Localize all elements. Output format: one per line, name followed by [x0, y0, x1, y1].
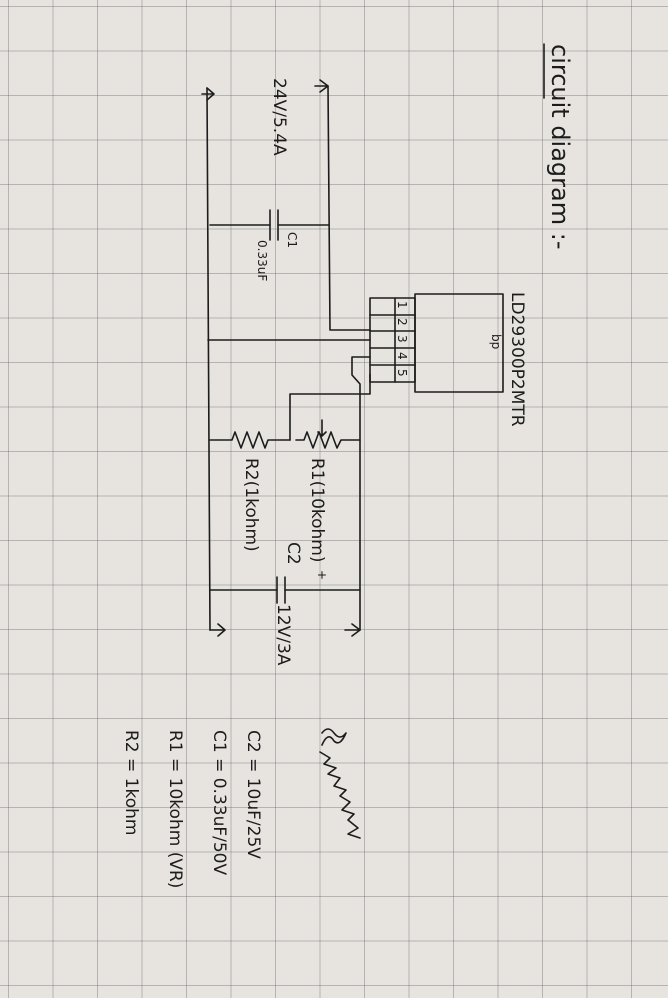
spec-r2: R2 = 1kohm	[121, 730, 141, 835]
output-arrow-positive	[344, 623, 361, 637]
output-voltage-label: 12V/3A	[273, 604, 293, 666]
output-positive-wire	[351, 356, 371, 631]
c2-polarity: +	[315, 570, 329, 580]
r2-label: R2(1kohm)	[241, 458, 261, 552]
pin-4-label: 4	[395, 352, 409, 360]
spec-c1: C1 = 0.33uF/50V	[209, 730, 229, 876]
c1-name: C1	[285, 232, 299, 248]
pin-2-label: 2	[395, 318, 409, 326]
input-voltage-label: 24V/5.4A	[269, 78, 289, 156]
pin-1-label: 1	[395, 301, 409, 309]
r1-wiper-arrow	[317, 419, 327, 437]
ground-rail	[206, 87, 211, 631]
r1-label: R1(10kohm)	[307, 458, 327, 563]
ic-part-number: LD29300P2MTR	[507, 292, 527, 427]
spec-r1: R1 = 10kohm (VR)	[165, 730, 185, 888]
diagram-title: circuit diagram :-	[546, 44, 574, 250]
c1-value: 0.33uF	[255, 240, 269, 281]
r2-resistor	[209, 431, 291, 449]
input-arrow-ground	[201, 87, 215, 101]
output-arrow-ground	[209, 623, 226, 637]
r1-resistor	[295, 431, 361, 449]
crossed-out-scribble	[319, 728, 361, 839]
pin-5-label: 5	[395, 369, 409, 377]
input-positive-wire	[327, 85, 371, 331]
input-arrow-positive	[314, 79, 329, 93]
c2-name: C2	[283, 542, 303, 565]
spec-c2: C2 = 10uF/25V	[243, 730, 263, 859]
pin-3-label: 3	[395, 335, 409, 343]
adjust-wire	[289, 373, 371, 441]
ic-tab-mark: bp	[489, 334, 503, 349]
